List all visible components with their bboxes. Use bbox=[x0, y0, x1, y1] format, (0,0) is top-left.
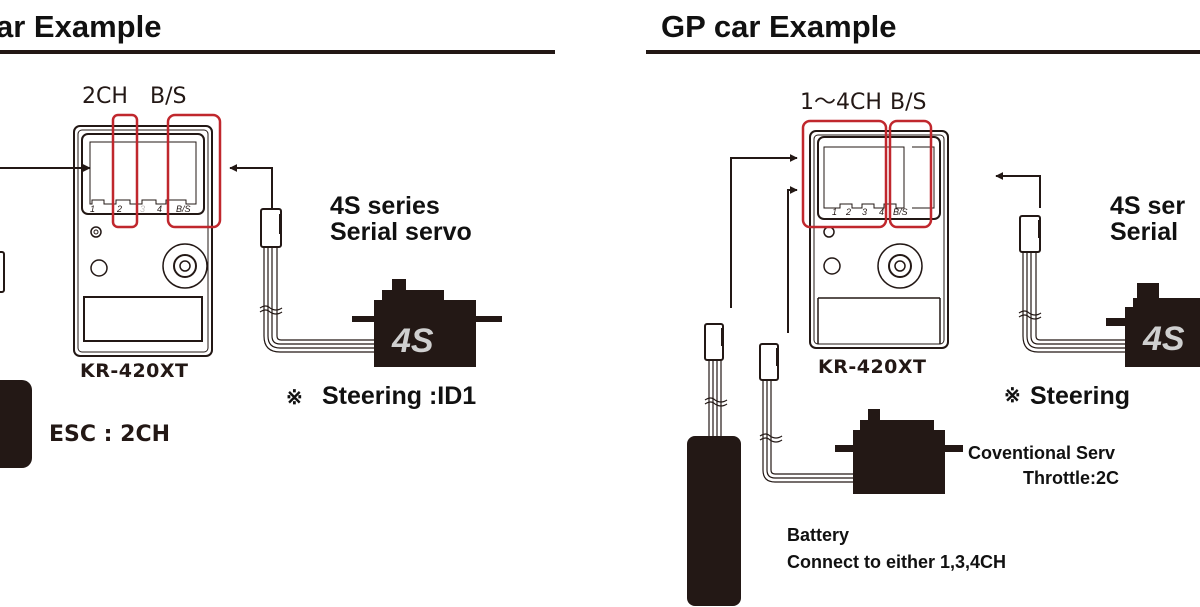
left-highlight-bs bbox=[166, 113, 222, 229]
left-title-rule bbox=[0, 50, 555, 54]
receiver-icon: 1 2 3 4 B/S bbox=[73, 125, 213, 357]
arrow-icon bbox=[787, 186, 798, 333]
right-port-2: 2 bbox=[845, 207, 851, 217]
right-highlight-1-4ch bbox=[801, 119, 888, 229]
left-port-2: 2 bbox=[116, 204, 122, 214]
battery-lead bbox=[704, 360, 728, 437]
servo-icon: 4S bbox=[1106, 283, 1200, 367]
left-port-3: 3 bbox=[140, 204, 145, 214]
esc-icon bbox=[0, 380, 32, 468]
arrow-icon bbox=[229, 164, 273, 208]
connector-plug-icon bbox=[1019, 215, 1041, 253]
right-servo-badge: 4S bbox=[1142, 320, 1185, 358]
right-port-3: 3 bbox=[862, 207, 867, 217]
left-servo-title-line2: Serial servo bbox=[330, 218, 472, 246]
left-panel: ar Example 2CH B/S 1 2 3 4 B/S KR-420XT bbox=[0, 9, 555, 468]
battery-connect-note: Connect to either 1,3,4CH bbox=[787, 552, 1006, 572]
right-port-bs: B/S bbox=[893, 207, 908, 217]
right-receiver-model: KR-420XT bbox=[818, 356, 927, 378]
connector-plug-icon bbox=[260, 208, 282, 248]
conventional-servo-line1: Coventional Serv bbox=[968, 443, 1115, 463]
left-highlight-2ch bbox=[111, 113, 139, 229]
right-steering-mark: ※ bbox=[1004, 385, 1021, 407]
right-channel-label: 1～4CH bbox=[800, 90, 882, 115]
left-receiver-model: KR-420XT bbox=[80, 360, 189, 382]
right-title-rule bbox=[646, 50, 1200, 54]
connector-plug-icon bbox=[0, 251, 5, 293]
right-servo-title-line1: 4S ser bbox=[1110, 192, 1185, 220]
conventional-servo-line2: Throttle:2C bbox=[1023, 468, 1119, 488]
servo-lead bbox=[259, 247, 380, 353]
right-panel-title: GP car Example bbox=[661, 9, 897, 44]
left-port-bs: B/S bbox=[176, 204, 191, 214]
connector-plug-icon bbox=[759, 343, 779, 381]
right-bs-label: B/S bbox=[890, 90, 926, 115]
servo-icon bbox=[835, 409, 963, 494]
receiver-icon: 1 2 3 4 B/S bbox=[809, 130, 949, 349]
arrow-icon bbox=[730, 154, 798, 308]
servo-lead bbox=[1018, 252, 1130, 353]
battery-label: Battery bbox=[787, 525, 849, 545]
right-panel: GP car Example 1～4CH B/S 1 2 3 4 B/S KR-… bbox=[646, 9, 1200, 606]
left-panel-title: ar Example bbox=[0, 9, 161, 44]
right-port-4: 4 bbox=[879, 207, 884, 217]
right-servo-title-line2: Serial bbox=[1110, 218, 1178, 246]
battery-pack-icon bbox=[687, 436, 741, 606]
left-steering-mark: ※ bbox=[286, 387, 303, 409]
left-steering-note: Steering :ID1 bbox=[322, 382, 476, 410]
left-port-1: 1 bbox=[90, 204, 95, 214]
connector-plug-icon bbox=[704, 323, 724, 361]
left-servo-title-line1: 4S series bbox=[330, 192, 440, 220]
left-channel-label: 2CH bbox=[82, 84, 128, 109]
right-port-1: 1 bbox=[832, 207, 837, 217]
servo-icon: 4S bbox=[352, 279, 502, 367]
left-port-4: 4 bbox=[157, 204, 162, 214]
right-highlight-bs bbox=[888, 119, 933, 229]
arrow-icon bbox=[995, 172, 1041, 208]
right-steering-note: Steering bbox=[1030, 382, 1130, 410]
left-bs-label: B/S bbox=[150, 84, 186, 109]
left-servo-badge: 4S bbox=[391, 322, 434, 360]
esc-note: ESC : 2CH bbox=[49, 422, 170, 447]
conventional-servo-lead bbox=[759, 380, 854, 483]
